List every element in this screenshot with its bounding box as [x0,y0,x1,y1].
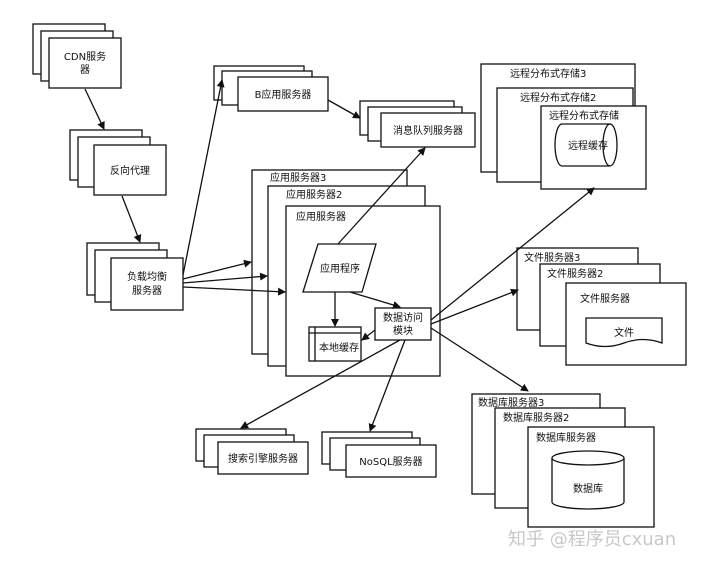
edge-cdn-to-proxy [84,88,105,130]
db-server-label: 数据库服务器 [536,431,596,444]
app-server-2-label: 应用服务器2 [286,188,342,201]
remote-cache-label: 远程缓存 [568,139,608,152]
edges [84,79,595,432]
file-server-label: 文件服务器 [580,292,630,305]
remote-storage-2-label: 远程分布式存储2 [520,91,596,104]
mq-server-node: 消息队列服务器 [359,100,476,148]
edge-data-access-to-nosql [368,339,406,432]
local-cache-node: 本地缓存 [308,326,362,362]
edge-data-access-to-file [430,288,519,325]
mq-server-label: 消息队列服务器 [393,124,463,137]
db-server-2-label: 数据库服务器2 [503,411,569,424]
edge-data-access-to-db [430,327,529,392]
edge-lb-to-app [182,286,286,296]
data-access-label-line2: 模块 [393,325,413,337]
edge-program-to-data-access [349,291,401,309]
nosql-server-label: NoSQL服务器 [359,455,422,468]
remote-storage-3-label: 远程分布式存储3 [510,67,586,80]
cdn-server-node: CDN服务 器 [32,23,122,89]
file-label: 文件 [614,326,634,339]
load-balancer-label-line2: 服务器 [132,284,162,297]
search-server-node: 搜索引擎服务器 [195,428,309,475]
file-server-3-label: 文件服务器3 [524,251,580,264]
data-access-label-line1: 数据访问 [383,311,423,324]
database-cylinder-shape [551,458,625,510]
app-server-label: 应用服务器 [296,210,346,223]
file-server-2-label: 文件服务器2 [547,267,603,280]
cdn-label-line1: CDN服务 [64,50,106,63]
file-document-shape [585,317,663,348]
search-server-label: 搜索引擎服务器 [228,452,298,465]
edge-data-access-to-cache [361,329,376,341]
data-access-node: 数据访问 模块 [374,307,432,341]
reverse-proxy-label: 反向代理 [110,164,150,177]
edge-lb-to-app3 [182,259,252,280]
b-app-server-label: B应用服务器 [255,88,312,101]
edge-b-app-to-mq [327,99,361,119]
app-server-3-label: 应用服务器3 [270,171,326,184]
reverse-proxy-node: 反向代理 [69,129,167,196]
db-server-3-label: 数据库服务器3 [478,396,544,409]
remote-storage-stack: 远程分布式存储3 远程分布式存储2 远程分布式存储 远程缓存 [480,63,647,190]
load-balancer-label-line1: 负载均衡 [127,270,167,283]
remote-storage-label: 远程分布式存储 [549,109,619,122]
edge-lb-to-app2 [182,272,268,284]
app-program-node: 应用程序 [302,243,377,293]
app-program-label: 应用程序 [320,262,360,275]
nosql-server-node: NoSQL服务器 [321,431,437,478]
file-server-stack: 文件服务器3 文件服务器2 文件服务器 文件 [516,247,687,366]
edge-lb-to-b-app [182,79,225,276]
database-label: 数据库 [573,482,603,495]
edge-proxy-to-lb [121,195,142,243]
b-app-server-node: B应用服务器 [213,65,329,112]
db-server-stack: 数据库服务器3 数据库服务器2 数据库服务器 数据库 [471,393,655,528]
local-cache-label: 本地缓存 [319,341,359,354]
watermark: 知乎 @程序员cxuan [508,529,676,550]
edge-program-to-mq [337,147,426,245]
edge-data-access-to-search [240,339,401,429]
cdn-label-line2: 器 [80,64,90,76]
load-balancer-node: 负载均衡 服务器 [86,242,184,311]
edge-data-access-to-remote [430,187,595,321]
